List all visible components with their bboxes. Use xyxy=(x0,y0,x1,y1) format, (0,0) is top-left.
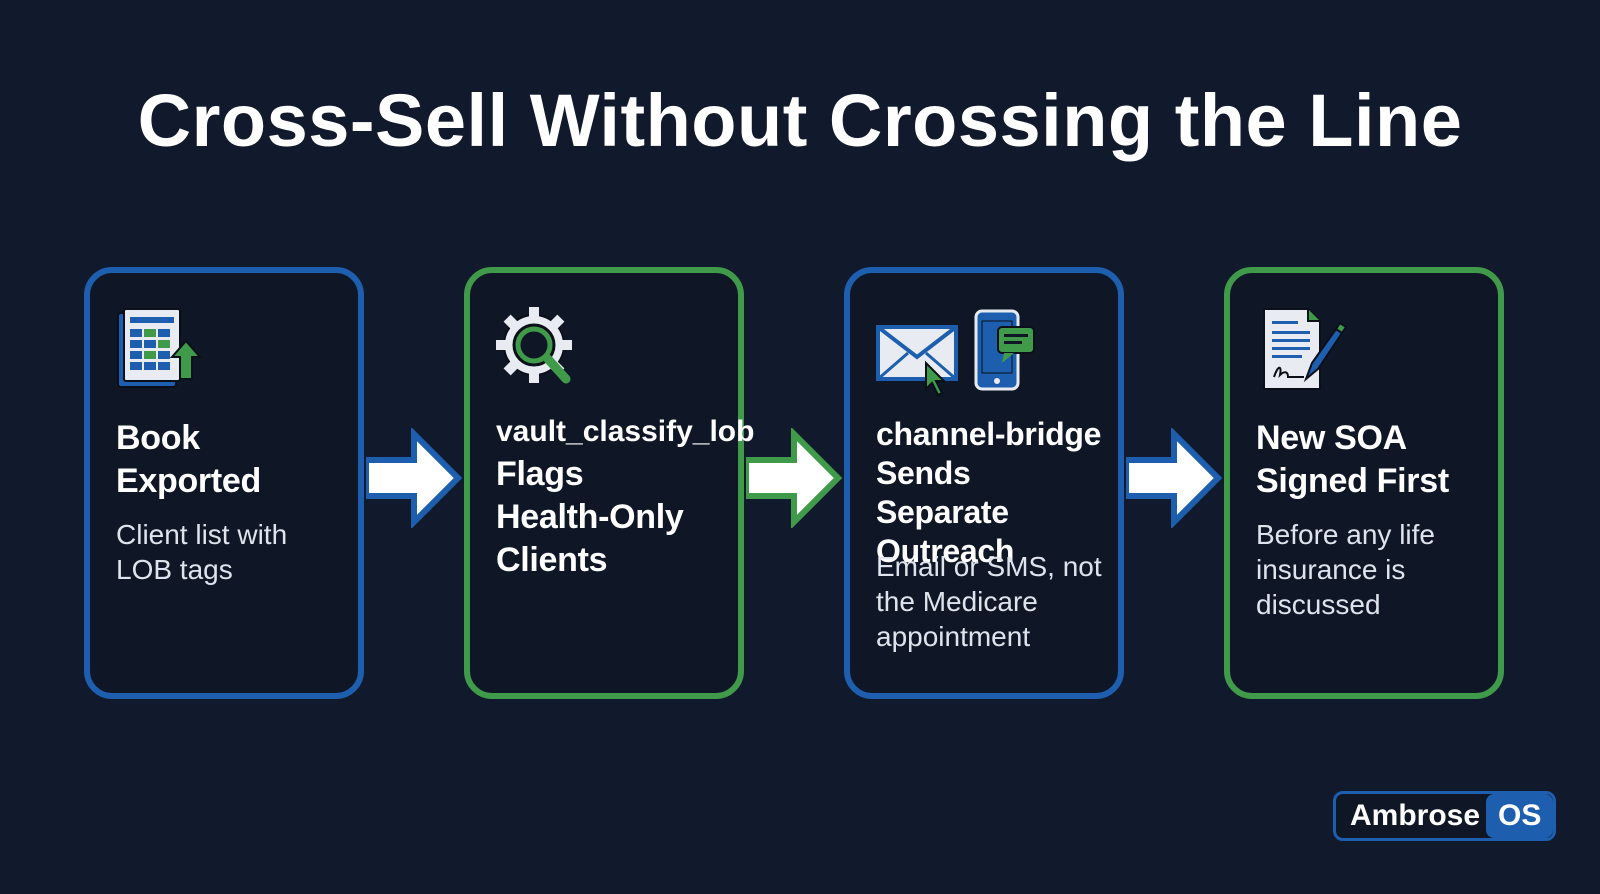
brand-name: Ambrose xyxy=(1350,799,1481,832)
step-card-classify: vault_classify_lob Flags Health-Only Cli… xyxy=(464,267,754,699)
step-description: Before any life insurance is discussed xyxy=(1256,517,1484,622)
flow-arrow xyxy=(366,428,463,528)
step-heading: Flags Health-Only Clients xyxy=(496,453,728,582)
step-description-line: Before any life xyxy=(1256,519,1435,550)
spreadsheet-export-icon xyxy=(117,308,203,388)
tool-name: vault_classify_lob xyxy=(496,415,755,448)
step-description-line: appointment xyxy=(876,621,1031,652)
step-heading: channel-bridge Sends Separate Outreach xyxy=(876,415,1108,571)
signed-document-icon xyxy=(1263,308,1348,390)
step-description-line: Client list with xyxy=(116,519,288,550)
step-heading-line: Signed First xyxy=(1256,462,1449,500)
flow-arrow xyxy=(746,428,843,528)
step-heading-line: channel-bridge xyxy=(876,416,1102,452)
step-heading: Book Exported xyxy=(116,417,348,503)
step-card-outreach: channel-bridge Sends Separate Outreach E… xyxy=(844,267,1124,699)
flow-arrow xyxy=(1126,428,1223,528)
page-title: Cross-Sell Without Crossing the Line xyxy=(137,79,1463,162)
step-heading: New SOA Signed First xyxy=(1256,417,1488,503)
step-description-line: insurance is xyxy=(1256,554,1406,585)
step-card-book-exported: Book Exported Client list with LOB tags xyxy=(84,267,364,699)
step-heading-line: Sends Separate xyxy=(876,455,1009,530)
step-heading-line: Outreach xyxy=(876,533,1015,569)
brand-logo: Ambrose OS xyxy=(1333,791,1557,841)
gear-search-icon xyxy=(496,307,572,384)
step-heading-line: Clients xyxy=(496,541,608,579)
step-description: Client list with LOB tags xyxy=(116,517,344,587)
brand-suffix: OS xyxy=(1486,794,1554,838)
step-description: Email or SMS, not the Medicare appointme… xyxy=(876,549,1104,654)
step-description-line: the Medicare xyxy=(876,586,1038,617)
step-heading-line: Health-Only xyxy=(496,498,684,536)
step-heading-line: Exported xyxy=(116,462,261,500)
step-description-line: Email or SMS, not xyxy=(876,551,1102,582)
step-description-line: discussed xyxy=(1256,589,1381,620)
step-heading-line: Flags xyxy=(496,455,584,493)
step-heading-line: Book xyxy=(116,419,200,457)
step-description-line: LOB tags xyxy=(116,554,233,585)
step-heading-line: New SOA xyxy=(1256,419,1407,457)
step-card-soa-signed: New SOA Signed First Before any life ins… xyxy=(1224,267,1504,699)
email-phone-icon xyxy=(876,309,1035,397)
